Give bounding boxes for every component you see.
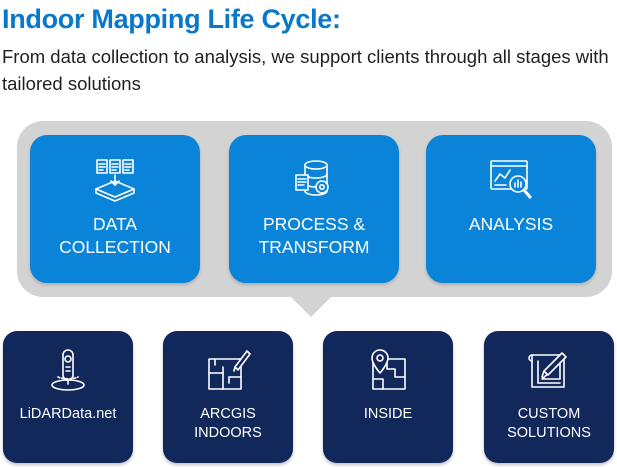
blueprint-tools-icon bbox=[526, 347, 572, 393]
stage-data-collection[interactable]: DATA COLLECTION bbox=[30, 135, 200, 283]
solution-label: INSIDE bbox=[363, 406, 413, 422]
page-subtitle: From data collection to analysis, we sup… bbox=[2, 46, 609, 94]
floorplan-pencil-icon bbox=[205, 347, 251, 393]
solution-inside[interactable]: INSIDE bbox=[323, 331, 453, 463]
chart-magnifier-icon bbox=[488, 157, 534, 203]
stage-process-transform[interactable]: PROCESS & TRANSFORM bbox=[229, 135, 399, 283]
solution-arcgis-indoors[interactable]: ARCGIS INDOORS bbox=[163, 331, 293, 463]
stage-analysis[interactable]: ANALYSIS bbox=[426, 135, 596, 283]
documents-tray-icon bbox=[92, 157, 138, 203]
solution-custom[interactable]: CUSTOM SOLUTIONS bbox=[484, 331, 614, 463]
lidar-scanner-icon bbox=[45, 347, 91, 393]
stage-label: ANALYSIS bbox=[468, 214, 554, 234]
life-cycle-panel-pointer bbox=[290, 296, 332, 317]
solution-label: CUSTOM SOLUTIONS bbox=[507, 406, 591, 441]
solution-label: ARCGIS INDOORS bbox=[194, 406, 262, 441]
stage-label: DATA COLLECTION bbox=[59, 214, 171, 257]
solution-lidardata[interactable]: LiDARData.net bbox=[3, 331, 133, 463]
page-title: Indoor Mapping Life Cycle: bbox=[2, 4, 341, 34]
stage-label: PROCESS & TRANSFORM bbox=[258, 214, 370, 257]
solution-label: LiDARData.net bbox=[19, 406, 117, 422]
map-location-pin-icon bbox=[365, 347, 411, 393]
database-process-icon bbox=[291, 157, 337, 203]
